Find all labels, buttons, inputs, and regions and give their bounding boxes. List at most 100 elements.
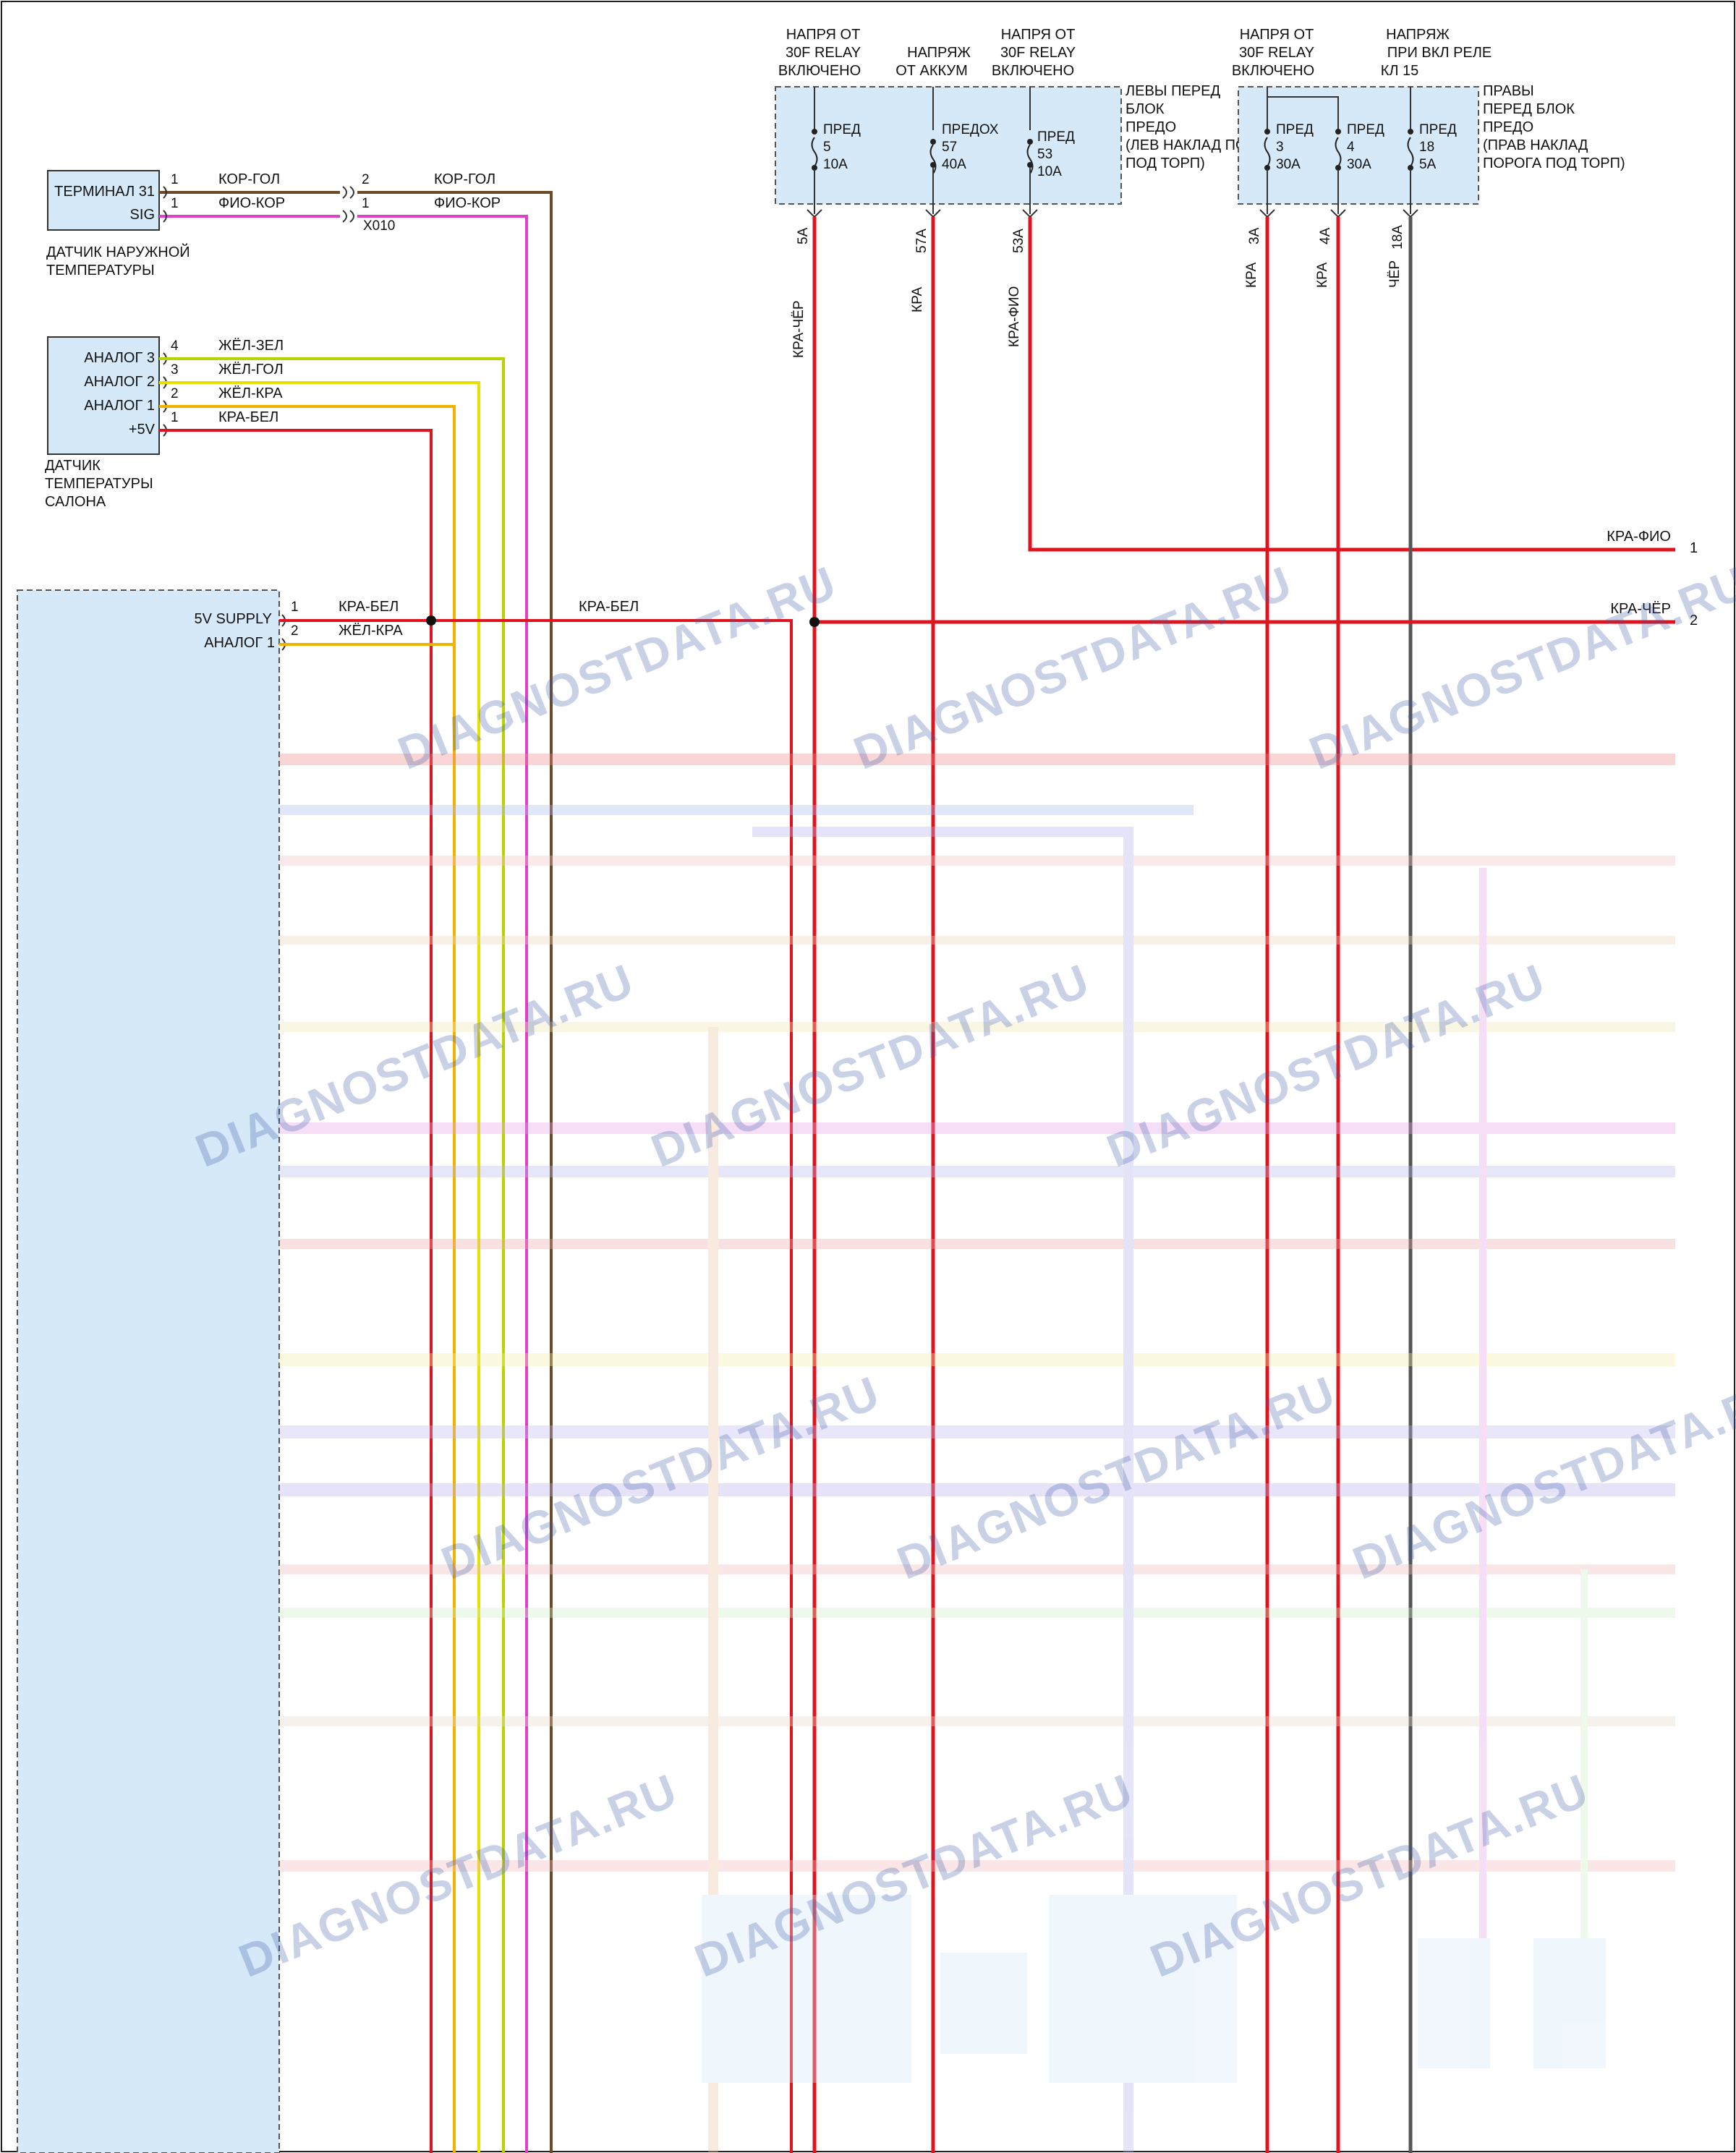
svg-text:ПРЕДОХ: ПРЕДОХ: [942, 122, 999, 137]
cabin-sensor-wire-2: ЖЁЛ-КРА: [218, 385, 283, 401]
cabin-sensor-wire-3: ЖЁЛ-ГОЛ: [218, 362, 284, 378]
svg-text:ВКЛЮЧЕНО: ВКЛЮЧЕНО: [778, 63, 861, 79]
connector-x010-label: X010: [363, 218, 395, 234]
outside-sensor-pin-num-2: 1: [171, 196, 179, 211]
svg-text:53A: 53A: [1011, 229, 1026, 253]
cabin-sensor-num-4: 4: [171, 338, 179, 354]
svg-text:5: 5: [823, 140, 831, 155]
svg-text:КРА-ФИО: КРА-ФИО: [1007, 286, 1022, 347]
svg-text:4A: 4A: [1318, 227, 1333, 244]
cabin-sensor-num-2: 2: [171, 386, 179, 401]
outside-sensor-caption: ДАТЧИК НАРУЖНОЙ: [46, 243, 190, 260]
fuse-pin-labels: 5A 57A 53A 3A 4A 18A: [796, 225, 1405, 253]
cabin-sensor-caption-3: САЛОНА: [45, 494, 106, 510]
cabin-sensor-num-3: 3: [171, 362, 179, 378]
svg-text:ПЕРЕД БЛОК: ПЕРЕД БЛОК: [1483, 101, 1575, 117]
svg-text:30F RELAY: 30F RELAY: [1000, 45, 1076, 61]
svg-text:ПРЕДО: ПРЕДО: [1126, 119, 1176, 135]
svg-text:КЛ 15: КЛ 15: [1381, 63, 1419, 79]
svg-text:ВКЛЮЧЕНО: ВКЛЮЧЕНО: [992, 63, 1074, 79]
module-wire-1: КРА-БЕЛ: [339, 599, 399, 615]
svg-text:КРА: КРА: [1244, 263, 1259, 288]
right-fuse-box: [1238, 87, 1478, 204]
relay-label-f3: НАПРЯ ОТ 30F RELAY ВКЛЮЧЕНО: [1232, 27, 1314, 79]
cabin-sensor-num-1: 1: [171, 410, 179, 425]
svg-text:НАПРЯЖ: НАПРЯЖ: [1386, 27, 1450, 43]
cabin-sensor-pin-analog1: АНАЛОГ 1: [84, 398, 155, 414]
outside-sensor-pin-sig: SIG: [130, 207, 155, 223]
outside-sensor-caption-2: ТЕМПЕРАТУРЫ: [46, 263, 155, 278]
module-pin-analog1: АНАЛОГ 1: [204, 635, 275, 651]
svg-text:30F RELAY: 30F RELAY: [1239, 45, 1314, 61]
cabin-sensor-caption-2: ТЕМПЕРАТУРЫ: [45, 476, 153, 492]
relay-label-f53: НАПРЯ ОТ 30F RELAY ВКЛЮЧЕНО: [992, 27, 1076, 79]
relay-label-f57: НАПРЯЖ ОТ АККУМ: [895, 45, 971, 79]
module-pin-num-1: 1: [291, 600, 299, 615]
cabin-sensor-caption: ДАТЧИК: [45, 458, 101, 474]
svg-text:ПРЕД: ПРЕД: [823, 122, 861, 137]
right-output-1: КРА-ФИО 1: [1607, 529, 1698, 556]
svg-text:1: 1: [1690, 540, 1698, 556]
svg-text:ПОРОГА ПОД ТОРП): ПОРОГА ПОД ТОРП): [1483, 155, 1625, 171]
cabin-sensor-pin-analog3: АНАЛОГ 3: [84, 350, 155, 366]
fuse-connector-chevrons: [807, 210, 1418, 217]
cabin-sensor-pin-arrows: [163, 353, 166, 436]
svg-text:ПОД ТОРП): ПОД ТОРП): [1126, 155, 1205, 171]
svg-text:10A: 10A: [1037, 164, 1062, 179]
outside-sensor-wire-1b: КОР-ГОЛ: [434, 171, 495, 187]
svg-text:ЧЁР: ЧЁР: [1387, 260, 1403, 288]
fuse-wire-labels: КРА-ЧЁР КРА КРА-ФИО КРА КРА ЧЁР: [791, 260, 1403, 358]
cabin-sensor-wire-1: КРА-БЕЛ: [218, 409, 278, 425]
svg-text:53: 53: [1037, 147, 1052, 162]
svg-text:КРА: КРА: [1315, 263, 1330, 288]
svg-text:(ПРАВ НАКЛАД: (ПРАВ НАКЛАД: [1483, 137, 1588, 153]
svg-text:КРА: КРА: [910, 287, 925, 312]
svg-text:18: 18: [1419, 140, 1434, 155]
svg-text:3A: 3A: [1247, 227, 1262, 244]
svg-text:ПРЕД: ПРЕД: [1037, 129, 1075, 145]
svg-text:КРА-ЧЁР: КРА-ЧЁР: [791, 301, 807, 359]
svg-text:5A: 5A: [1419, 157, 1437, 172]
svg-text:30A: 30A: [1347, 157, 1371, 172]
svg-text:ВКЛЮЧЕНО: ВКЛЮЧЕНО: [1232, 63, 1314, 79]
svg-text:30F RELAY: 30F RELAY: [786, 45, 861, 61]
outside-sensor-pin-num-1: 1: [171, 172, 179, 187]
svg-text:ОТ АККУМ: ОТ АККУМ: [895, 63, 968, 79]
svg-text:5A: 5A: [796, 227, 811, 244]
svg-text:18A: 18A: [1390, 225, 1405, 250]
svg-text:4: 4: [1347, 140, 1355, 155]
cabin-sensor-pin-analog2: АНАЛОГ 2: [84, 374, 155, 390]
outside-sensor-pin-terminal31: ТЕРМИНАЛ 31: [54, 184, 155, 200]
svg-text:НАПРЯ ОТ: НАПРЯ ОТ: [1240, 27, 1314, 43]
svg-text:БЛОК: БЛОК: [1126, 101, 1165, 117]
relay-label-f18: НАПРЯЖ ПРИ ВКЛ РЕЛЕ КЛ 15: [1381, 27, 1492, 79]
supply-bus: [279, 615, 1675, 2153]
outside-sensor-wire-2: ФИО-КОР: [218, 195, 285, 211]
connector-pin-2: 2: [362, 172, 370, 187]
svg-text:57: 57: [942, 140, 957, 155]
svg-text:ПРИ ВКЛ РЕЛЕ: ПРИ ВКЛ РЕЛЕ: [1387, 45, 1492, 61]
svg-text:ПРЕД: ПРЕД: [1347, 122, 1384, 137]
svg-text:НАПРЯ ОТ: НАПРЯ ОТ: [786, 27, 861, 43]
svg-text:ПРЕДО: ПРЕДО: [1483, 119, 1533, 135]
cabin-sensor-pin-5v: +5V: [129, 422, 156, 438]
svg-text:ПРЕД: ПРЕД: [1419, 122, 1457, 137]
svg-text:ПРЕД: ПРЕД: [1276, 122, 1314, 137]
lower-faint-wiring: [279, 759, 1675, 2153]
svg-text:3: 3: [1276, 140, 1284, 155]
svg-text:40A: 40A: [942, 157, 966, 172]
svg-text:ПРАВЫ: ПРАВЫ: [1483, 83, 1534, 99]
outside-sensor-wire-1: КОР-ГОЛ: [218, 171, 280, 187]
svg-text:57A: 57A: [914, 229, 929, 253]
relay-label-f5: НАПРЯ ОТ 30F RELAY ВКЛЮЧЕНО: [778, 27, 861, 79]
connector-pin-1: 1: [362, 196, 370, 211]
module-wire-2: ЖЁЛ-КРА: [339, 623, 403, 639]
control-module: [17, 590, 279, 2153]
module-pin-num-2: 2: [291, 623, 299, 639]
svg-text:КРА-ФИО: КРА-ФИО: [1607, 529, 1671, 545]
svg-text:НАПРЯЖ: НАПРЯЖ: [907, 45, 971, 61]
supply-bus-label: КРА-БЕЛ: [579, 599, 639, 615]
outside-sensor-wire-2b: ФИО-КОР: [434, 195, 501, 211]
svg-text:30A: 30A: [1276, 157, 1301, 172]
svg-text:10A: 10A: [823, 157, 848, 172]
